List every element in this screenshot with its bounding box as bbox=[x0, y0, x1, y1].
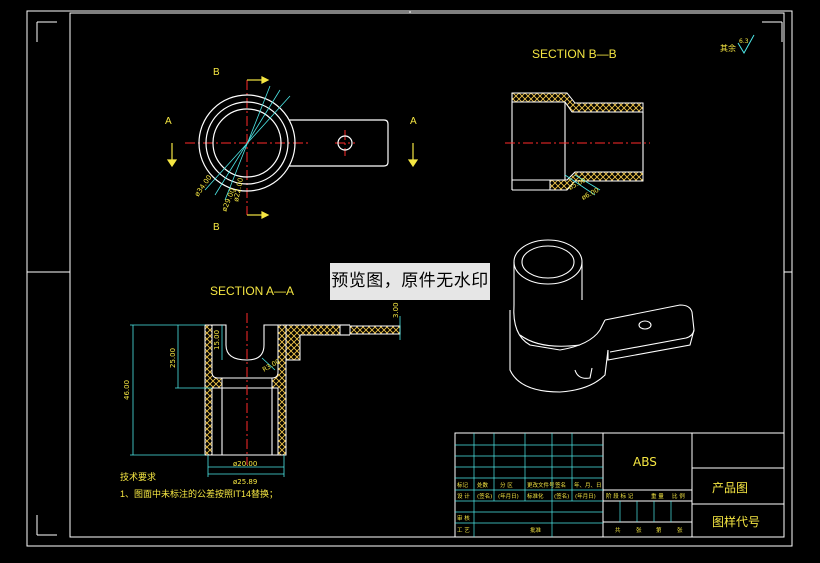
tb-row2-c6: (年月日) bbox=[575, 492, 596, 500]
roughness-symbol: 其余 6.3 bbox=[720, 34, 755, 54]
section-aa: SECTION A—A bbox=[123, 284, 401, 486]
dim-bb-1: ø6.00 bbox=[580, 186, 600, 202]
tb-row2-c4: 标准化 bbox=[527, 492, 544, 500]
tb-drawing-code-label: 图样代号 bbox=[712, 514, 760, 529]
drawing-frame bbox=[26, 10, 793, 547]
tb-row2-c1: 设 计 bbox=[457, 492, 470, 500]
tb-row1-c1: 标记 bbox=[457, 481, 469, 489]
cut-label-b-bottom: B bbox=[213, 222, 220, 233]
dim-aa-outer-dia: ø25.89 bbox=[233, 478, 257, 486]
dim-aa-thickness: 3.00 bbox=[392, 302, 400, 318]
preview-watermark: 预览图，原件无水印 bbox=[330, 263, 490, 300]
tb-row1-c5: 签名 bbox=[555, 481, 566, 489]
roughness-mark: 其余 bbox=[720, 43, 736, 53]
tb-row1-c4: 更改文件号 bbox=[527, 481, 555, 489]
dim-top-3: ø22.00 bbox=[232, 177, 245, 202]
dim-aa-height-cup: 15.00 bbox=[213, 330, 221, 350]
tb-sheet-unit2: 张 bbox=[677, 526, 683, 534]
top-view: ø34.00 ø29.00 ø22.00 A A B B bbox=[165, 67, 419, 233]
tb-approve: 批准 bbox=[530, 526, 542, 534]
cut-label-a-right: A bbox=[410, 116, 417, 127]
tb-stage-mark: 阶 段 标 记 bbox=[606, 492, 634, 500]
tb-row2-c3: (年月日) bbox=[498, 492, 519, 500]
tb-sheet-num: 第 bbox=[656, 526, 662, 534]
tb-review: 审 核 bbox=[457, 514, 470, 522]
tb-row2-c5: (签名) bbox=[554, 492, 569, 500]
tech-req-title: 技术要求 bbox=[120, 471, 156, 482]
section-bb-title: SECTION B—B bbox=[532, 47, 617, 61]
tb-sheet-unit1: 张 bbox=[636, 526, 642, 534]
section-aa-title: SECTION A—A bbox=[210, 284, 294, 298]
roughness-value: 6.3 bbox=[739, 38, 749, 45]
dim-aa-height-upper: 25.00 bbox=[169, 348, 177, 368]
tb-product-label: 产品图 bbox=[712, 481, 748, 495]
tb-row2-c2: (签名) bbox=[477, 492, 492, 500]
tech-req-line: 1、图面中未标注的公差按照IT14替换； bbox=[120, 488, 278, 499]
cut-label-b-top: B bbox=[213, 67, 220, 78]
tb-row1-c3: 分 区 bbox=[500, 481, 513, 489]
section-bb: SECTION B—B ø6.00 ø5.00 bbox=[505, 47, 650, 202]
tb-process: 工 艺 bbox=[457, 527, 470, 534]
tb-row1-c2: 处数 bbox=[477, 481, 489, 489]
dim-aa-inner-dia: ø20.00 bbox=[233, 460, 257, 468]
tb-sheet-total: 共 bbox=[615, 526, 621, 534]
title-block: ABS 产品图 图样代号 标记 处数 分 区 更改文件号 签名 年、月、日 设 … bbox=[454, 432, 785, 538]
isometric-view bbox=[509, 239, 695, 393]
tb-material: ABS bbox=[633, 455, 657, 469]
dim-aa-height-total: 46.00 bbox=[123, 380, 131, 400]
tb-weight: 重 量 bbox=[651, 492, 664, 500]
cut-label-a-left: A bbox=[165, 116, 172, 127]
tb-row1-c6: 年、月、日 bbox=[574, 481, 602, 489]
dim-top-1: ø34.00 bbox=[193, 174, 214, 199]
tb-scale: 比 例 bbox=[672, 492, 685, 500]
